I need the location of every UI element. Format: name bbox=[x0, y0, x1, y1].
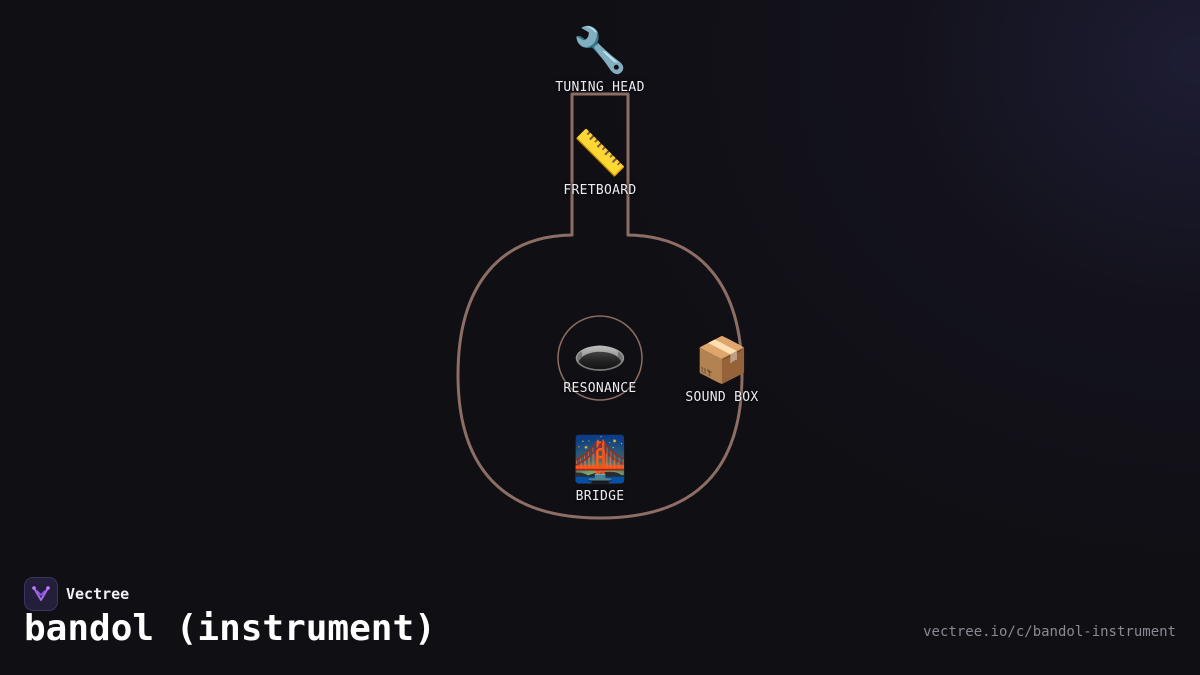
node-resonance: 🕳️ RESONANCE bbox=[520, 326, 680, 397]
node-label: BRIDGE bbox=[575, 489, 625, 504]
node-tuning-head: 🔧 TUNING HEAD bbox=[520, 25, 680, 96]
hole-icon: 🕳️ bbox=[572, 326, 628, 377]
bridge-icon: 🌉 bbox=[572, 434, 628, 485]
page-title: bandol (instrument) bbox=[24, 608, 436, 649]
node-bridge: 🌉 BRIDGE bbox=[520, 434, 680, 505]
wrench-icon: 🔧 bbox=[572, 25, 628, 76]
vectree-logo-icon bbox=[24, 577, 58, 611]
package-icon: 📦 bbox=[694, 335, 750, 386]
node-label: SOUND BOX bbox=[685, 390, 759, 405]
node-label: FRETBOARD bbox=[563, 183, 637, 198]
ruler-icon: 📏 bbox=[572, 128, 628, 179]
sound-hole-ring bbox=[557, 315, 643, 401]
node-sound-box: 📦 SOUND BOX bbox=[642, 335, 802, 406]
node-label: RESONANCE bbox=[563, 381, 637, 396]
source-url[interactable]: vectree.io/c/bandol-instrument bbox=[923, 624, 1176, 640]
node-fretboard: 📏 FRETBOARD bbox=[520, 128, 680, 199]
brand-name: Vectree bbox=[66, 585, 130, 603]
node-label: TUNING HEAD bbox=[555, 80, 645, 95]
instrument-body-outline bbox=[456, 92, 744, 520]
brand: Vectree bbox=[24, 577, 129, 611]
